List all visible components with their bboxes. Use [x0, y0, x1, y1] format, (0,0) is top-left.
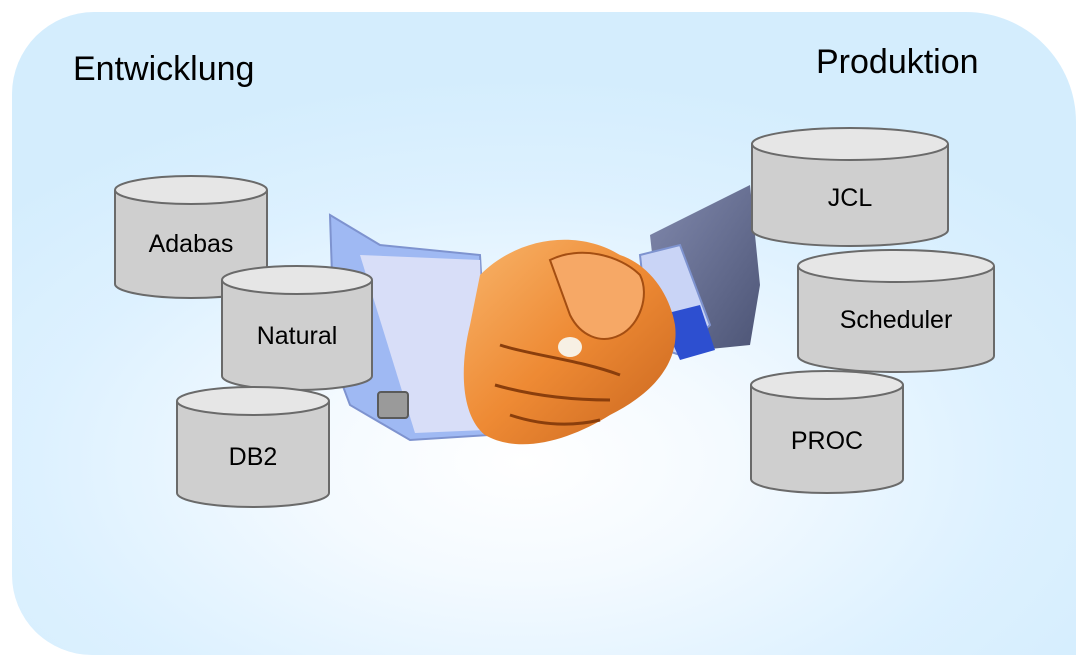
cylinder-label-adabas: Adabas	[148, 230, 234, 258]
cylinder-db2: DB2	[175, 385, 331, 509]
cylinder-label-proc: PROC	[790, 427, 864, 455]
cylinder-adabas: Adabas	[113, 174, 269, 300]
cylinder-label-jcl: JCL	[827, 184, 873, 212]
development-label: Entwicklung	[73, 50, 255, 88]
cylinder-label-scheduler: Scheduler	[839, 306, 953, 334]
cylinder-label-natural: Natural	[256, 322, 338, 350]
cylinder-natural: Natural	[220, 264, 374, 392]
cylinder-scheduler: Scheduler	[796, 248, 996, 374]
cylinder-label-db2: DB2	[228, 443, 278, 471]
handshake-icon	[320, 175, 760, 480]
cylinder-proc: PROC	[749, 369, 905, 495]
production-label: Produktion	[816, 43, 979, 81]
cylinder-jcl: JCL	[750, 126, 950, 248]
